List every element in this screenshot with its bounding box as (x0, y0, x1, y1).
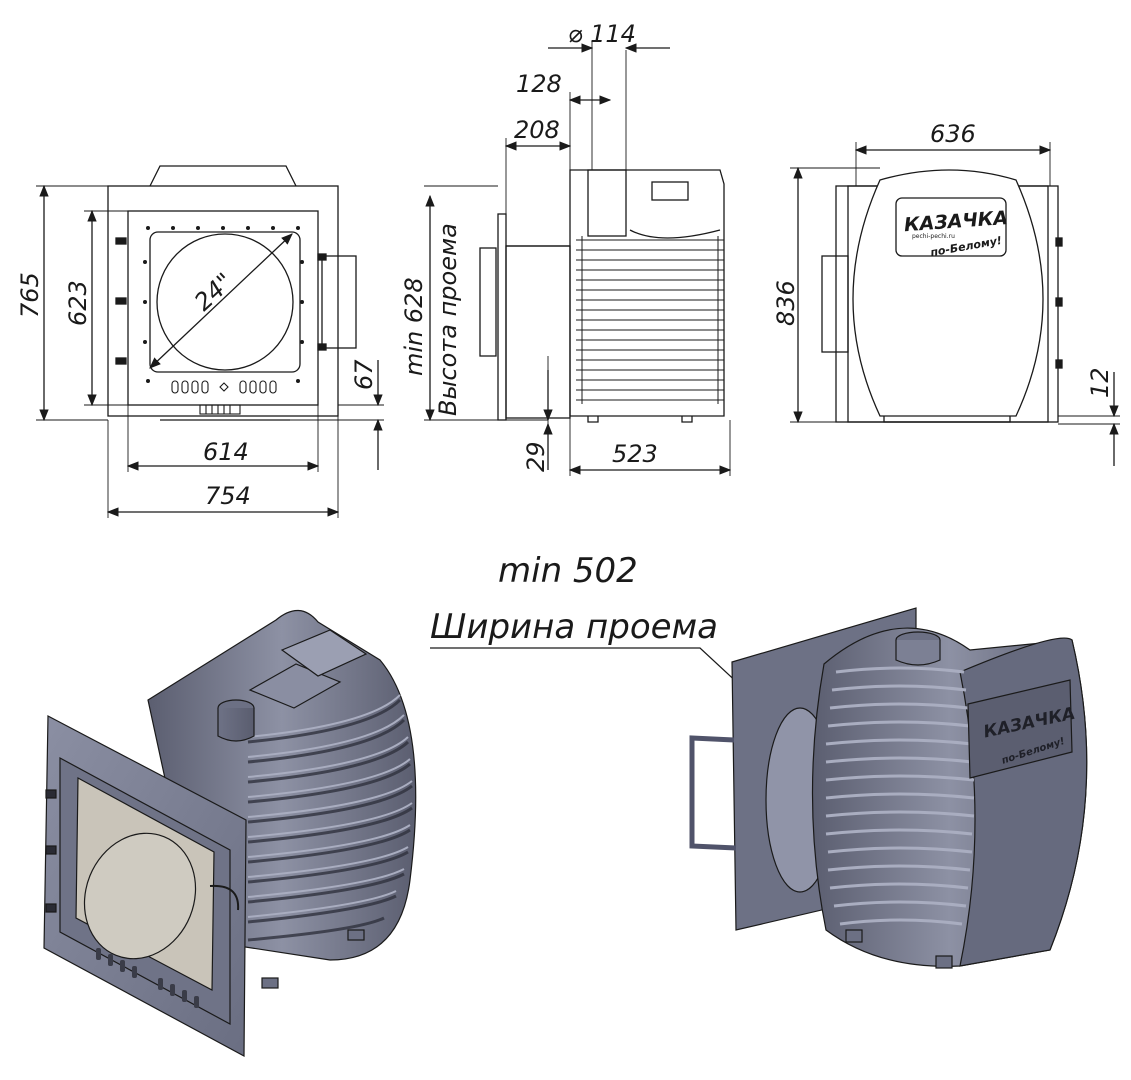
iso-view-front (43, 609, 417, 1058)
dim-bottom-offset: 67 (350, 359, 378, 390)
dim-opening-height-label: Высота проема (434, 223, 462, 416)
dim-rear-height: 836 (772, 280, 800, 326)
dim-leg-height: 29 (522, 441, 550, 472)
dim-rear-foot: 12 (1086, 367, 1114, 398)
rear-brand-url: pechi-pechi.ru (912, 233, 955, 240)
dim-height-frame: 623 (64, 280, 92, 326)
dim-opening-height: min 628 (400, 277, 428, 376)
front-top-cap (149, 165, 297, 187)
dim-height-total: 765 (16, 272, 44, 318)
front-view (36, 165, 384, 518)
logo-plaque (895, 197, 1007, 257)
opening-width-value: min 502 (498, 551, 638, 591)
dim-rear-width: 636 (930, 120, 976, 148)
iso-view-rear (689, 607, 1088, 969)
front-inner-frame (127, 210, 319, 406)
dim-glass-diagonal: 24" (189, 268, 239, 317)
rear-view (790, 142, 1120, 466)
front-glass-circle (156, 233, 294, 371)
opening-width-leader (430, 647, 783, 725)
dim-body-depth: 523 (612, 440, 658, 468)
front-outer-frame (107, 185, 339, 417)
dim-front-offset: 208 (514, 116, 560, 144)
dim-width-frame: 614 (203, 438, 249, 466)
dim-width-total: 754 (205, 482, 251, 510)
opening-width-label: Ширина проема (430, 607, 718, 647)
dim-flue-offset: 128 (516, 70, 562, 98)
dim-flue-diameter: ⌀ 114 (568, 20, 636, 48)
side-view (424, 42, 732, 476)
